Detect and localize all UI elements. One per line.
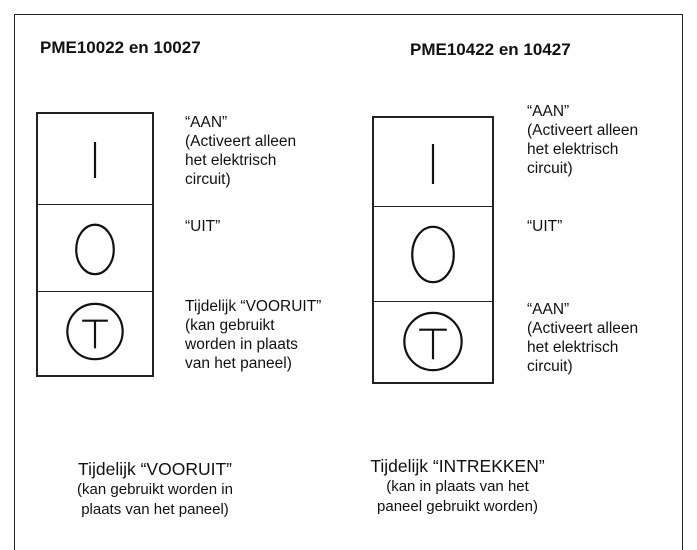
right-caption-sub1: (kan in plaats van het — [386, 478, 529, 495]
right-on-button — [374, 118, 492, 206]
right-desc-temp: “AAN” (Activeert alleen het elektrisch c… — [527, 301, 639, 375]
right-title: PME10422 en 10427 — [410, 40, 571, 59]
right-desc-off: “UIT” — [527, 218, 563, 235]
left-title: PME10022 en 10027 — [40, 38, 201, 57]
right-desc-on: “AAN” (Activeert alleen het elektrisch c… — [527, 103, 639, 177]
right-switch-panel — [372, 116, 494, 384]
right-off-button — [374, 206, 492, 301]
right-caption: Tijdelijk “INTREKKEN” (kan in plaats van… — [345, 455, 570, 517]
left-caption-sub1: (kan gebruikt worden in — [77, 481, 233, 498]
left-switch-panel — [36, 112, 154, 377]
left-desc-temp: Tijdelijk “VOORUIT” (kan gebruikt worden… — [185, 298, 322, 372]
left-caption-main: Tijdelijk “VOORUIT” — [78, 459, 232, 479]
left-on-button — [38, 114, 152, 204]
left-off-button — [38, 204, 152, 291]
left-caption-sub2: plaats van het paneel) — [81, 501, 229, 518]
right-caption-main: Tijdelijk “INTREKKEN” — [370, 456, 545, 476]
right-caption-sub2: paneel gebruikt worden) — [377, 498, 538, 515]
right-temp-button — [374, 301, 492, 382]
diagram-frame — [14, 14, 683, 550]
left-temp-button — [38, 291, 152, 375]
left-desc-off: “UIT” — [185, 218, 221, 235]
left-desc-on: “AAN” (Activeert alleen het elektrisch c… — [185, 114, 297, 188]
left-caption: Tijdelijk “VOORUIT” (kan gebruikt worden… — [40, 458, 270, 520]
